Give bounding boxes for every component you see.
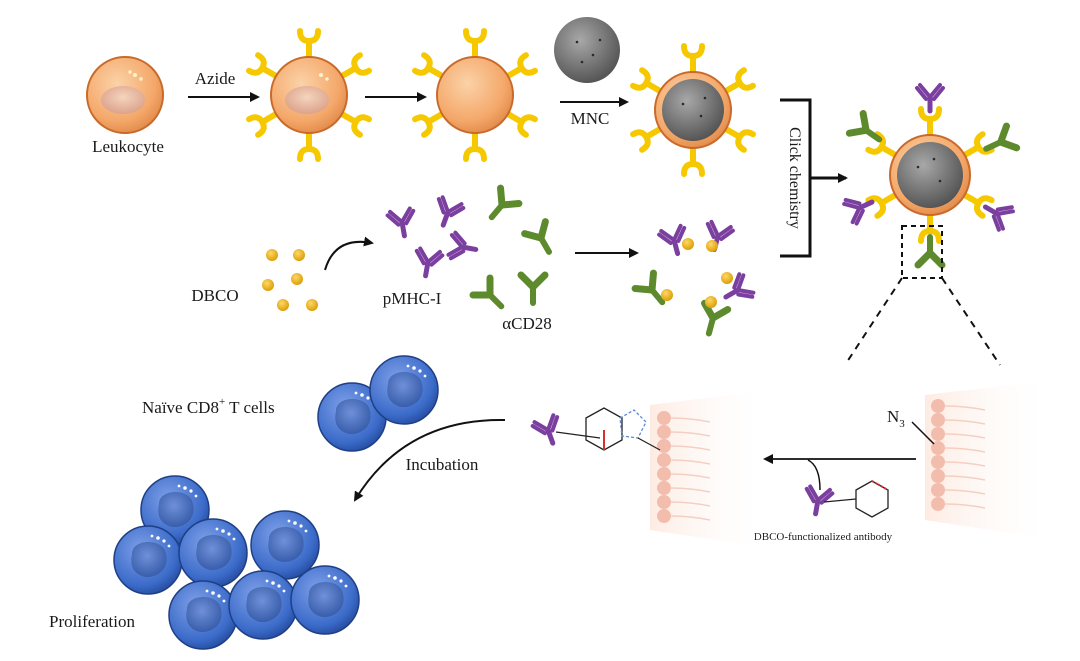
proliferation-label: Proliferation [49,612,135,631]
dbco-antibodies [635,221,755,337]
dbco-antibody-pointer [807,459,821,491]
mnc-label: MNC [571,109,610,128]
functionalized-nanoparticle [843,85,1017,265]
zoom-box [901,225,943,279]
zoom-line-left [844,277,903,366]
mnc-coated-cell [633,46,753,174]
dbco-label: DBCO [191,286,238,305]
acd28-antibodies [473,188,559,315]
leukocyte-cell [86,56,164,134]
azide-labeled-leukocyte [249,31,369,159]
triazole-conjugate [532,407,661,451]
incubation-label: Incubation [406,455,479,474]
zoom-line-right [941,277,1001,366]
membrane-left [650,390,770,548]
membrane-vesicle [415,31,535,159]
pmhc-antibodies [387,196,478,278]
acd28-label: αCD28 [502,314,552,333]
azide-label: Azide [195,69,236,88]
dbco-dots [262,249,318,311]
n3-pointer [911,421,935,445]
incubation-arrow [353,418,506,502]
click-chemistry-label: Click chemistry [786,127,803,229]
mnc-core [554,17,620,83]
membrane-right [925,380,1055,540]
dbco-antibody-label: DBCO-functionalized antibody [754,531,893,543]
proliferated-tcells [113,475,360,650]
pmhc-label: pMHC-I [383,289,442,308]
naive-tcell-label: Naïve CD8+ T cells [142,396,275,417]
dbco-functionalized-antibody [803,480,889,517]
leukocyte-label: Leukocyte [92,137,164,156]
dbco-curved-arrow [324,236,374,271]
n3-label: N3 [887,407,905,430]
